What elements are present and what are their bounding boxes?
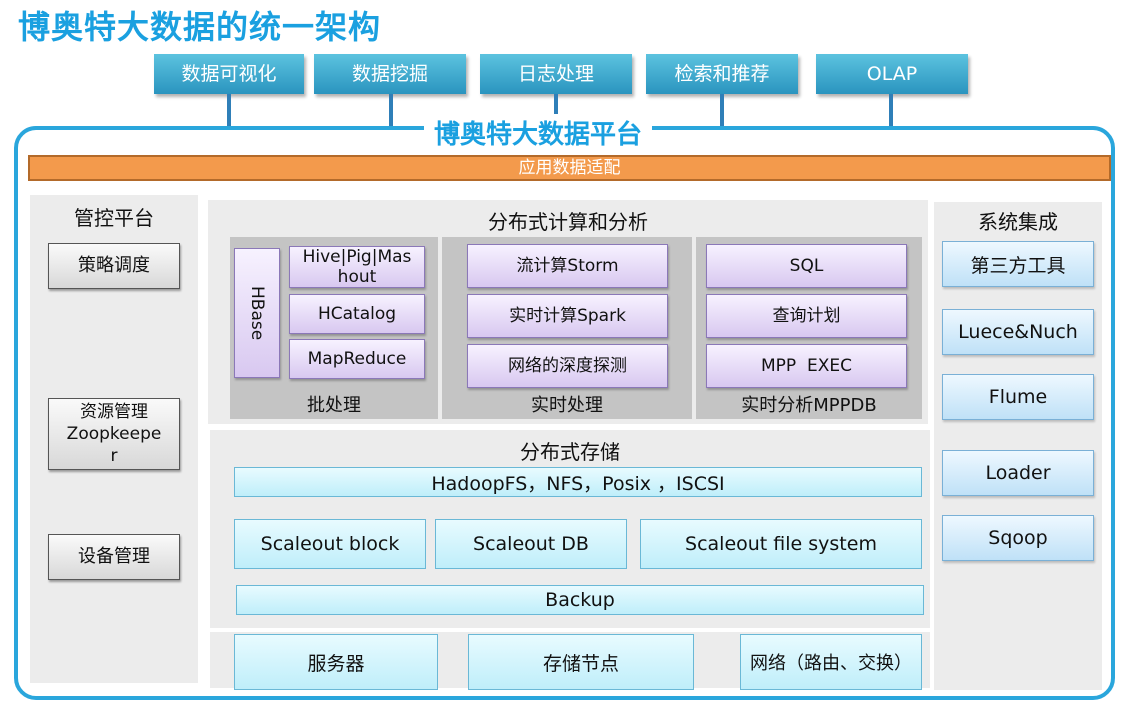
hbase-box[interactable]: HBase xyxy=(234,248,280,378)
strategy-schedule-label: 策略调度 xyxy=(78,255,150,276)
third-party-tools-label: 第三方工具 xyxy=(970,254,1066,277)
loader-box[interactable]: Loader xyxy=(942,450,1094,496)
page-title: 博奥特大数据的统一架构 xyxy=(18,8,382,46)
scaleout-block-label: Scaleout block xyxy=(260,533,400,555)
hive-pig-mahout-box[interactable]: Hive|Pig|Mas hout xyxy=(289,246,425,288)
spark-box[interactable]: 实时计算Spark xyxy=(467,294,668,338)
mapreduce-box[interactable]: MapReduce xyxy=(289,339,425,379)
scaleout-block-box[interactable]: Scaleout block xyxy=(234,519,426,569)
connector-line xyxy=(889,94,893,128)
spark-label: 实时计算Spark xyxy=(509,306,626,326)
filesystem-bar[interactable]: HadoopFS，NFS，Posix ，ISCSI xyxy=(234,467,922,497)
app-box-visualization[interactable]: 数据可视化 xyxy=(154,54,304,94)
control-panel-title: 管控平台 xyxy=(74,206,154,230)
scaleout-db-box[interactable]: Scaleout DB xyxy=(435,519,627,569)
connector-line xyxy=(720,94,724,128)
backup-label: Backup xyxy=(545,589,615,611)
loader-label: Loader xyxy=(985,462,1051,484)
scaleout-fs-box[interactable]: Scaleout file system xyxy=(640,519,922,569)
hcatalog-box[interactable]: HCatalog xyxy=(289,294,425,334)
app-box-olap[interactable]: OLAP xyxy=(816,54,968,94)
resource-management-button[interactable]: 资源管理 Zoopkeepe r xyxy=(48,398,180,470)
server-box[interactable]: 服务器 xyxy=(234,634,438,690)
scaleout-db-label: Scaleout DB xyxy=(473,533,589,555)
mpp-exec-box[interactable]: MPP EXEC xyxy=(706,344,907,388)
hcatalog-label: HCatalog xyxy=(317,304,397,324)
sql-label: SQL xyxy=(789,256,824,276)
app-box-search[interactable]: 检索和推荐 xyxy=(646,54,798,94)
app-box-mining[interactable]: 数据挖掘 xyxy=(314,54,466,94)
scaleout-fs-label: Scaleout file system xyxy=(685,533,877,555)
hive-pig-mahout-label: Hive|Pig|Mas hout xyxy=(302,247,412,287)
deep-probe-box[interactable]: 网络的深度探测 xyxy=(467,344,668,388)
backup-bar[interactable]: Backup xyxy=(236,585,924,615)
storm-label: 流计算Storm xyxy=(516,256,619,276)
app-box-log[interactable]: 日志处理 xyxy=(480,54,632,94)
network-box[interactable]: 网络（路由、交换） xyxy=(740,634,922,690)
device-management-button[interactable]: 设备管理 xyxy=(48,534,180,580)
storage-node-label: 存储节点 xyxy=(542,652,619,675)
adapter-bar[interactable]: 应用数据适配 xyxy=(28,155,1111,181)
query-plan-box[interactable]: 查询计划 xyxy=(706,294,907,338)
flume-box[interactable]: Flume xyxy=(942,374,1094,420)
batch-label: 批处理 xyxy=(307,395,361,416)
hbase-label: HBase xyxy=(247,285,267,341)
strategy-schedule-button[interactable]: 策略调度 xyxy=(48,243,180,289)
third-party-tools-box[interactable]: 第三方工具 xyxy=(942,241,1094,287)
network-label: 网络（路由、交换） xyxy=(750,653,912,674)
server-label: 服务器 xyxy=(307,652,365,675)
mppdb-label: 实时分析MPPDB xyxy=(741,395,877,416)
lucene-nutch-box[interactable]: Luece&Nuch xyxy=(942,309,1094,355)
lucene-nutch-label: Luece&Nuch xyxy=(958,321,1078,343)
filesystem-label: HadoopFS，NFS，Posix ，ISCSI xyxy=(431,472,725,495)
connector-line xyxy=(227,94,231,128)
sqoop-box[interactable]: Sqoop xyxy=(942,515,1094,561)
flume-label: Flume xyxy=(988,386,1048,408)
storage-panel-title: 分布式存储 xyxy=(520,440,620,464)
resource-management-label: 资源管理 Zoopkeepe r xyxy=(66,402,162,466)
deep-probe-label: 网络的深度探测 xyxy=(508,356,627,376)
query-plan-label: 查询计划 xyxy=(772,306,841,326)
mapreduce-label: MapReduce xyxy=(307,349,407,369)
device-management-label: 设备管理 xyxy=(78,546,150,567)
connector-line xyxy=(554,94,558,128)
connector-line xyxy=(389,94,393,128)
integration-panel-title: 系统集成 xyxy=(978,210,1058,234)
realtime-label: 实时处理 xyxy=(531,395,603,416)
storage-node-box[interactable]: 存储节点 xyxy=(468,634,694,690)
sqoop-label: Sqoop xyxy=(988,527,1048,549)
compute-panel-title: 分布式计算和分析 xyxy=(488,210,648,234)
mpp-exec-label: MPP EXEC xyxy=(761,356,852,376)
storm-box[interactable]: 流计算Storm xyxy=(467,244,668,288)
platform-title: 博奥特大数据平台 xyxy=(424,114,653,151)
sql-box[interactable]: SQL xyxy=(706,244,907,288)
